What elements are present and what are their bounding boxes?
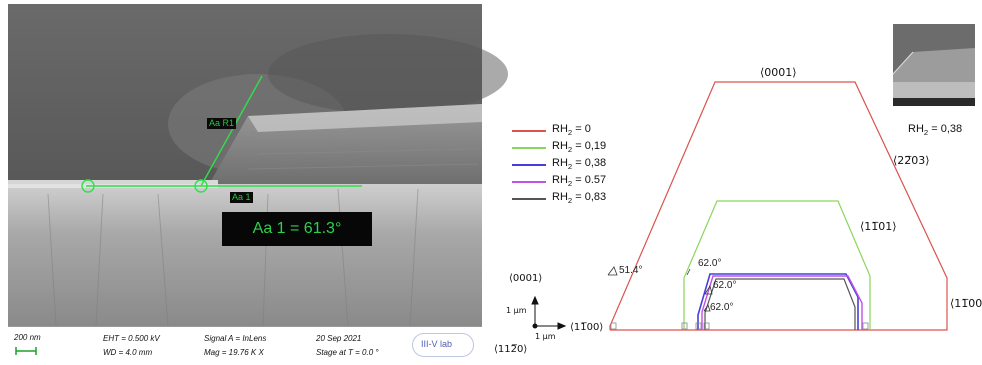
axis-label-right: ⟨11̅00⟩: [570, 322, 604, 333]
base-markers: [610, 322, 869, 330]
angle-measurement-readout: Aa 1 = 61.3°: [222, 212, 372, 246]
axis-scale-horizontal: 1 μm: [535, 332, 556, 341]
inset-caption: RH2 = 0,38: [908, 123, 963, 138]
facet-label-inner-right: ⟨11̅01⟩: [860, 220, 897, 233]
legend-swatch: [512, 198, 546, 200]
profile-rh083: [704, 278, 856, 330]
facet-label-right-side: ⟨11̅00: [950, 297, 982, 310]
profile-rh0: [609, 81, 948, 331]
angle-label-4: 62.0°: [710, 302, 734, 313]
legend-label: RH2 = 0,19: [552, 140, 607, 155]
measure-label-a1: Aa 1: [230, 192, 253, 203]
legend-label: RH2 = 0: [552, 123, 591, 138]
stage-value: Stage at T = 0.0 °: [316, 348, 379, 357]
legend-label: RH2 = 0.57: [552, 174, 607, 189]
sem-micrograph: [8, 4, 508, 327]
legend-label: RH2 = 0,83: [552, 191, 607, 206]
ridge-profile-diagram: [531, 81, 948, 331]
legend-label: RH2 = 0,38: [552, 157, 607, 172]
profile-rh057: [701, 275, 863, 330]
legend-swatch: [512, 164, 546, 166]
angle-label-3: 62.0°: [713, 280, 737, 291]
mag-value: Mag = 19.76 K X: [204, 348, 264, 357]
measure-label-r1: Aa R1: [207, 118, 237, 129]
date-value: 20 Sep 2021: [316, 334, 362, 343]
axis-label-bottom: ⟨112̅0⟩: [494, 344, 528, 355]
angle-label-1: 51.4°: [619, 265, 643, 276]
lab-logo-text: III-V lab: [421, 339, 453, 349]
scale-bar-label: 200 nm: [14, 333, 41, 342]
facet-label-top: ⟨0001⟩: [760, 66, 797, 79]
inset-image: [892, 24, 975, 106]
eht-value: EHT = 0.500 kV: [103, 334, 160, 343]
legend-swatch: [512, 130, 546, 132]
legend-swatch: [512, 181, 546, 183]
sem-info-bar: 200 nm EHT = 0.500 kV WD = 4.0 mm Signal…: [8, 326, 482, 363]
coordinate-axes: [531, 295, 567, 330]
axis-scale-vertical: 1 μm: [506, 306, 527, 315]
facet-label-right-upper: ⟨22̅03⟩: [893, 154, 930, 167]
scale-bar-icon: [15, 347, 37, 355]
axis-label-up: ⟨0001⟩: [509, 273, 543, 284]
inset-sem-thumbnail: [892, 24, 975, 106]
wd-value: WD = 4.0 mm: [103, 348, 153, 357]
profile-rh038: [697, 273, 859, 330]
signal-value: Signal A = InLens: [204, 334, 267, 343]
angle-marks: [607, 266, 713, 312]
sem-image: Aa R1 Aa 1 Aa 1 = 61.3°: [8, 4, 508, 327]
legend-swatch: [512, 147, 546, 149]
lab-logo: III-V lab: [412, 333, 474, 357]
profile-rh019: [683, 200, 871, 330]
angle-label-2: 62.0°: [698, 258, 722, 269]
